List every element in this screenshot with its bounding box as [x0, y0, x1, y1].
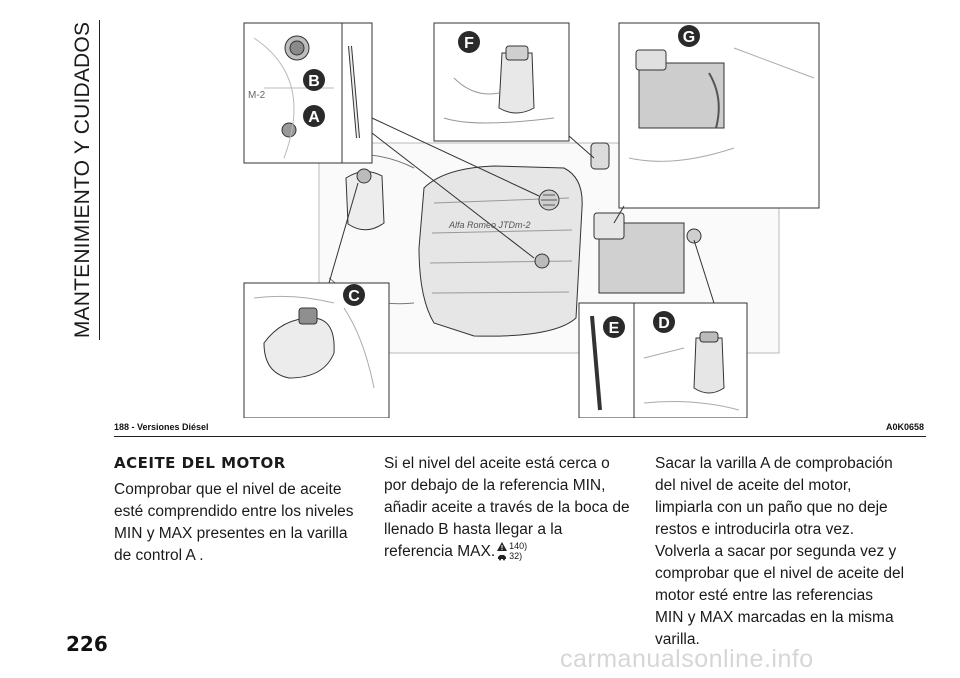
- engine-illustration: A B C D E F G: [243, 22, 820, 419]
- engine-cover-text: Alfa Romeo JTDm-2: [448, 220, 531, 230]
- callout-b-label: B: [308, 73, 320, 90]
- cap-text: M-2: [248, 90, 266, 101]
- callout-g-label: G: [683, 29, 695, 46]
- column-3: Sacar la varilla A de comprobación del n…: [655, 453, 905, 651]
- callout-e: E: [603, 316, 625, 338]
- callout-b: B: [303, 69, 325, 91]
- callout-c: C: [343, 284, 365, 306]
- callout-d: D: [653, 311, 675, 333]
- caption-code: A0K0658: [885, 422, 924, 432]
- callout-a: A: [303, 105, 325, 127]
- chapter-rule: [99, 20, 100, 340]
- chapter-tab: MANTENIMIENTO Y CUIDADOS: [66, 20, 100, 340]
- col3-paragraph: Sacar la varilla A de comprobación del n…: [655, 455, 905, 648]
- col2-text: Si el nivel del aceite está cerca o por …: [384, 455, 630, 560]
- column-1: ACEITE DEL MOTOR Comprobar que el nivel …: [114, 453, 364, 567]
- column-2: Si el nivel del aceite está cerca o por …: [384, 453, 634, 563]
- callout-g: G: [678, 25, 700, 47]
- callout-e-label: E: [609, 320, 620, 337]
- note-ref: 32): [509, 551, 523, 561]
- callout-d-label: D: [658, 315, 670, 332]
- caption-left: 188 - Versiones Diésel: [114, 422, 209, 432]
- figure-caption: 188 - Versiones Diésel A0K0658: [114, 422, 924, 436]
- col2-paragraph: Si el nivel del aceite está cerca o por …: [384, 453, 634, 563]
- callout-c-label: C: [348, 288, 360, 305]
- warning-icon: [497, 541, 508, 551]
- callout-f: F: [458, 31, 480, 53]
- engine-figure: A B C D E F G: [114, 18, 930, 419]
- watermark: carmanualsonline.info: [560, 645, 814, 673]
- chapter-title: MANTENIMIENTO Y CUIDADOS: [71, 21, 95, 339]
- caption-rule: [114, 436, 926, 437]
- car-icon: [498, 554, 507, 560]
- references: 140)32): [497, 541, 527, 561]
- warning-ref: 140): [509, 541, 528, 551]
- page-number: 226: [66, 632, 108, 656]
- col1-paragraph: Comprobar que el nivel de aceite esté co…: [114, 481, 354, 564]
- callout-f-label: F: [464, 35, 474, 52]
- section-heading: ACEITE DEL MOTOR: [114, 454, 286, 472]
- callout-a-label: A: [308, 109, 320, 126]
